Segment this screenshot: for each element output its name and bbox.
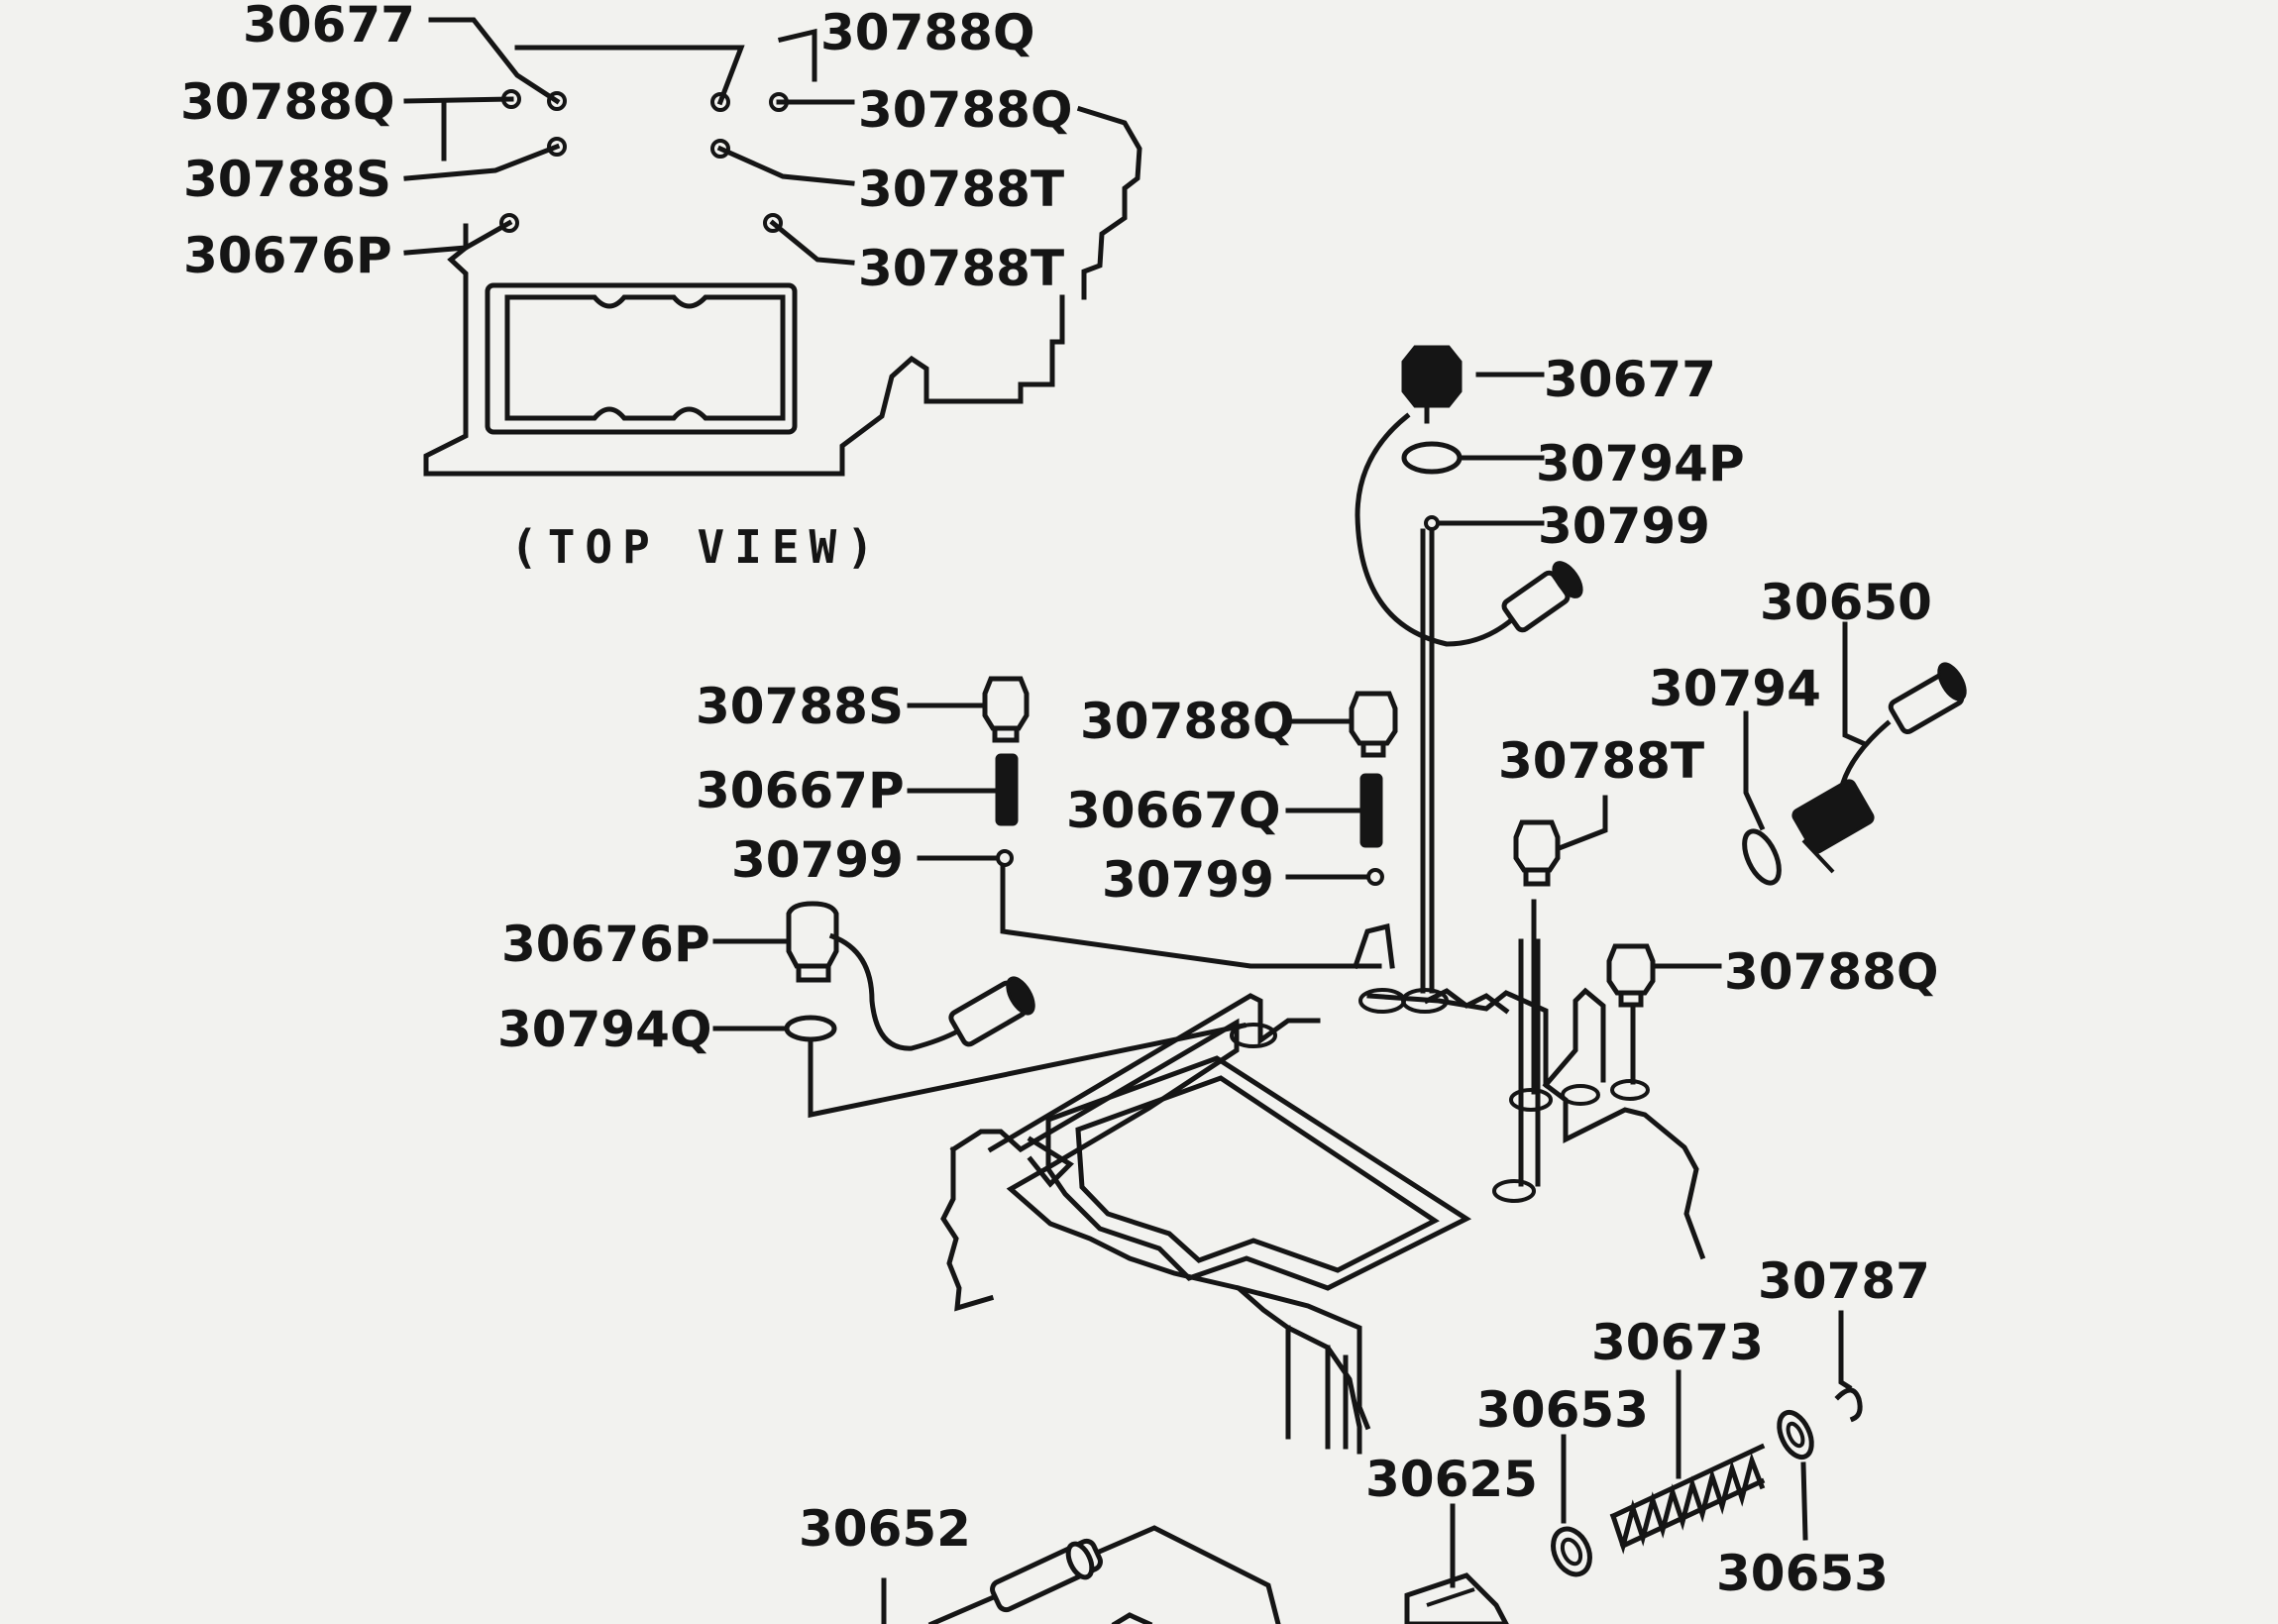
- label-30788S-top-view: 30788S: [183, 151, 391, 208]
- sensor-30676P: [786, 901, 1035, 1051]
- leader-line: [514, 45, 745, 106]
- valve-body-upper-edge: [987, 993, 1321, 1153]
- top-view-hole: [710, 92, 730, 112]
- label-30788T-top-view-a: 30788T: [858, 161, 1064, 218]
- leader-line: [403, 143, 561, 181]
- port: [1230, 1023, 1277, 1048]
- leader-line: [1000, 864, 1382, 969]
- lower-body-inner: [1111, 1612, 1153, 1624]
- valve-body-plate-inner: [1075, 1075, 1440, 1273]
- top-view-plate-inner: [504, 294, 786, 421]
- label-30788S: 30788S: [696, 678, 904, 735]
- plug-30788T: [1513, 819, 1561, 887]
- pin-30667Q: [1359, 773, 1383, 848]
- valve-body-left-edge: [940, 1146, 995, 1312]
- valve-30652: [990, 1538, 1103, 1613]
- label-30794Q: 30794Q: [497, 1001, 711, 1058]
- port: [1358, 988, 1406, 1014]
- label-30677: 30677: [1544, 351, 1716, 408]
- label-30788Q-top-view-right-top: 30788Q: [820, 4, 1034, 61]
- top-view-hole: [547, 91, 567, 111]
- top-view-housing-outline: [423, 223, 1065, 477]
- spring-30673: [1609, 1443, 1766, 1555]
- port: [1610, 1079, 1650, 1101]
- leader-line: [769, 219, 855, 266]
- top-view-plate-outer: [485, 282, 798, 435]
- leader-line: [1743, 710, 1766, 831]
- label-30676P: 30676P: [501, 916, 710, 973]
- label-30788T: 30788T: [1498, 732, 1704, 790]
- plug-30788Q: [1349, 691, 1398, 758]
- label-30788Q: 30788Q: [1080, 693, 1294, 750]
- clip-30787: [1834, 1387, 1863, 1423]
- label-30653-lower: 30653: [1716, 1545, 1889, 1602]
- leader-line: [428, 17, 561, 105]
- washer-30794P: [1401, 441, 1463, 475]
- leader-line: [403, 219, 513, 256]
- label-30788Q-right: 30788Q: [1724, 943, 1938, 1001]
- label-30794P: 30794P: [1536, 435, 1745, 492]
- leader-line: [1842, 621, 1867, 747]
- top-view-hole: [710, 139, 730, 159]
- label-30677-top-view: 30677: [243, 0, 415, 54]
- label-30652: 30652: [799, 1500, 971, 1558]
- ball-30799-middle: [1366, 868, 1384, 886]
- label-30667P: 30667P: [696, 762, 905, 819]
- label-30788Q-top-view-right: 30788Q: [858, 81, 1072, 139]
- top-view-housing-right-edge: [1076, 105, 1142, 300]
- label-30676P-top-view: 30676P: [183, 227, 392, 284]
- ring-30653-lower: [1777, 1409, 1814, 1461]
- label-30653-upper: 30653: [1476, 1381, 1649, 1439]
- valve-body-right-lower: [1235, 1284, 1371, 1431]
- valve-body-right-outline: [1366, 990, 1706, 1260]
- leader-line: [1558, 795, 1608, 851]
- leader-line: [716, 145, 855, 186]
- label-30788T-top-view-b: 30788T: [858, 240, 1064, 297]
- label-30667Q: 30667Q: [1066, 782, 1280, 839]
- valve-body-plate: [1045, 1055, 1472, 1291]
- label-30673: 30673: [1591, 1314, 1764, 1371]
- valve-body-outline: [949, 1018, 1362, 1455]
- washer-30794Q: [784, 1015, 837, 1042]
- label-30788Q-top-view-left: 30788Q: [180, 73, 394, 131]
- ball-30799-left: [996, 849, 1014, 867]
- washer-30794: [1742, 828, 1782, 886]
- top-view-caption: (TOP VIEW): [510, 520, 884, 574]
- exploded-view: 30677 30794P 30799 30650 30794 30788S 30…: [497, 345, 1967, 1624]
- leader-line: [808, 1023, 1247, 1119]
- valve-body-right-inner: [1542, 987, 1606, 1089]
- top-view: 30677 30788Q 30788S 30676P 30788Q 30788Q…: [180, 0, 1142, 574]
- label-30799-middle: 30799: [1102, 851, 1274, 909]
- sensor-30677: [1355, 345, 1583, 647]
- leader-line: [403, 96, 514, 104]
- ball-30799-top: [1424, 515, 1440, 531]
- port: [1561, 1084, 1600, 1106]
- label-30799-left: 30799: [731, 831, 904, 889]
- sensor-30650: [1791, 662, 1967, 874]
- plug-30788Q-right: [1606, 943, 1656, 1008]
- label-30625: 30625: [1365, 1451, 1538, 1508]
- pin-30667P: [995, 753, 1019, 826]
- port: [1509, 1088, 1553, 1112]
- leader-line: [1838, 1310, 1853, 1391]
- plug-30788S: [982, 676, 1030, 743]
- leader-line: [777, 28, 817, 82]
- top-view-hole: [547, 137, 567, 157]
- lower-body-outline: [927, 1525, 1281, 1624]
- label-30650: 30650: [1760, 574, 1932, 631]
- label-30787: 30787: [1758, 1252, 1930, 1310]
- port-boss: [1352, 922, 1395, 970]
- top-view-hole: [763, 213, 783, 233]
- body-wavy-edge: [1423, 988, 1510, 1015]
- top-view-hole: [499, 213, 519, 233]
- valve-30625: [1404, 1572, 1509, 1624]
- leader-line: [1800, 1462, 1808, 1541]
- port: [1492, 1179, 1536, 1203]
- label-30794: 30794: [1649, 660, 1821, 717]
- label-30799-top: 30799: [1538, 497, 1710, 555]
- ring-30653-upper: [1551, 1526, 1592, 1577]
